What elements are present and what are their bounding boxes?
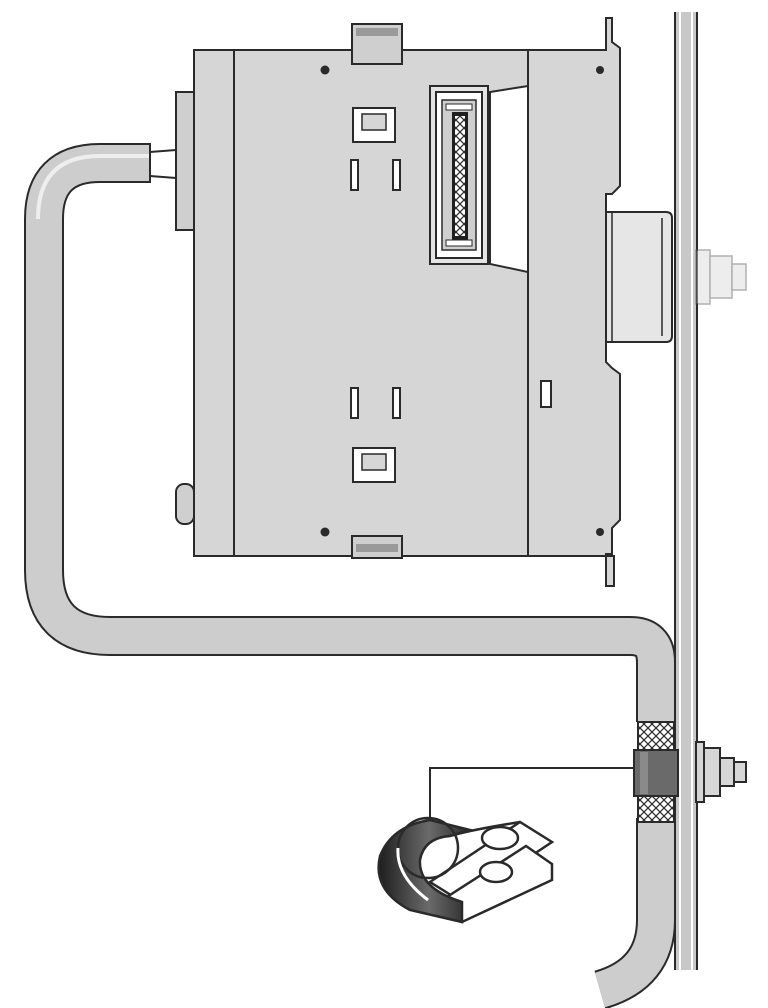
connector-port [429,85,489,265]
din-rail-bracket [601,195,673,361]
mounting-panel [674,12,698,970]
cable-clamp-band [633,749,679,797]
callout-leader [429,767,634,838]
clamp-bolt [695,741,747,803]
cable-wires [149,149,177,179]
module-rear-section [527,17,621,587]
exposed-shield-braid [637,721,675,823]
cable-clamp-detail [377,816,555,924]
shielded-cable [24,143,676,1008]
